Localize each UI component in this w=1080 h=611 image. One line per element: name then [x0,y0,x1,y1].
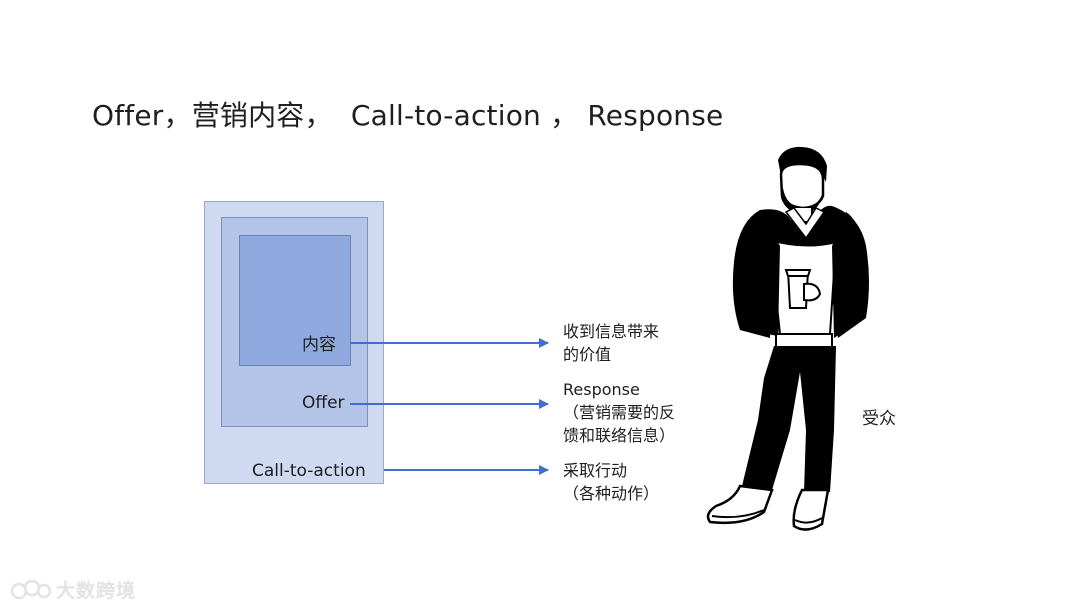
action-note-line-1: 采取行动 [563,461,628,480]
action-note: 采取行动 （各种动作） [563,459,659,505]
watermark-text: 大数跨境 [56,580,137,602]
offer-label: Offer [302,393,345,413]
value-note: 收到信息带来 的价值 [563,320,659,366]
value-note-line-2: 的价值 [563,345,612,364]
action-note-line-2: （各种动作） [563,484,660,503]
cta-label: Call-to-action [252,461,366,481]
content-box [239,235,351,366]
response-note: Response （营销需要的反 馈和联络信息） [563,378,675,447]
watermark-logo-icon [10,579,52,599]
audience-label: 受众 [862,409,896,429]
response-note-line-3: 馈和联络信息） [563,426,676,445]
person-illustration [706,146,869,531]
response-note-line-2: （营销需要的反 [563,403,676,422]
value-note-line-1: 收到信息带来 [563,322,660,341]
content-label: 内容 [302,335,336,355]
slide-title: Offer，营销内容， Call-to-action ， Response [92,99,724,132]
watermark: 大数跨境 [10,576,136,603]
response-note-line-1: Response [563,380,640,399]
